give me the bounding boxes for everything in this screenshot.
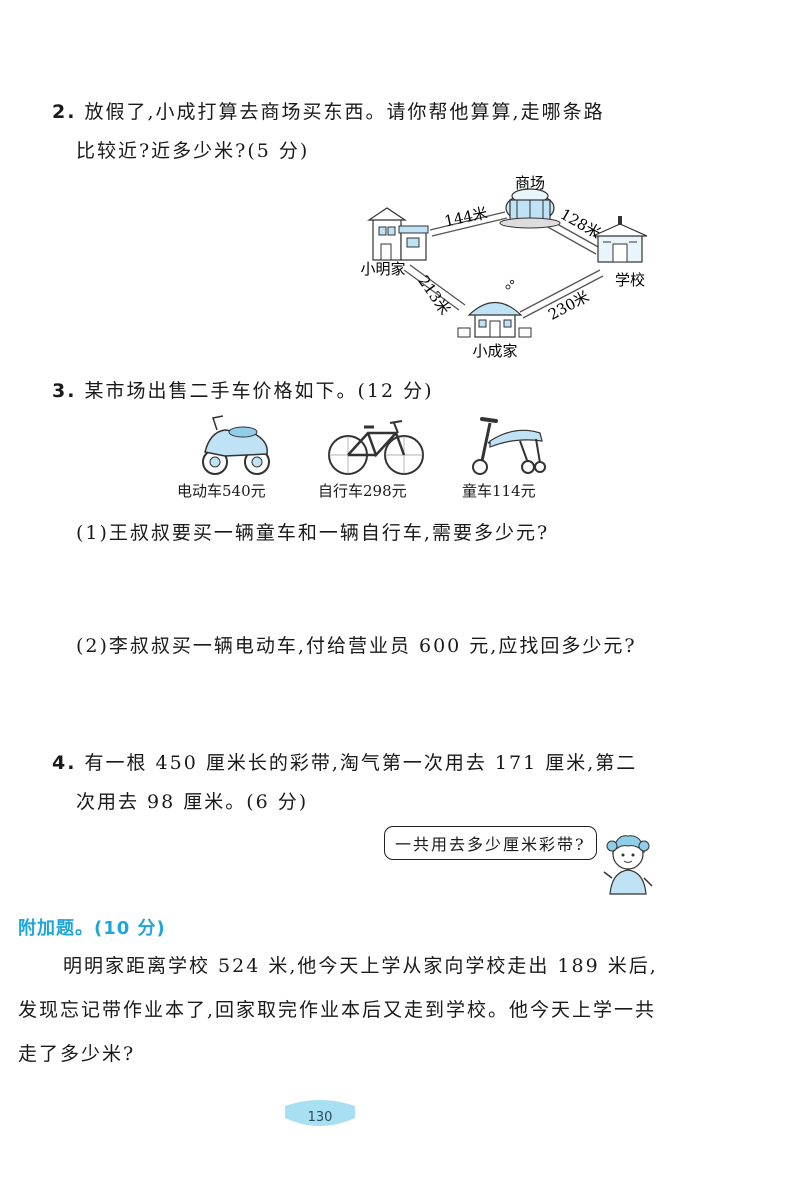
scooter-icon <box>202 415 270 475</box>
price-scooter: 电动车540元 <box>177 482 266 500</box>
speech-bubble: 一共用去多少厘米彩带? <box>384 826 597 860</box>
q3-title-line: 3. 某市场出售二手车价格如下。(12 分) <box>52 376 434 403</box>
label-xiaocheng-home: 小成家 <box>472 342 517 360</box>
q3-sub1: (1)王叔叔要买一辆童车和一辆自行车,需要多少元? <box>76 522 550 544</box>
q3-title: 某市场出售二手车价格如下。(12 分) <box>84 380 434 402</box>
price-bicycle: 自行车298元 <box>318 482 407 500</box>
q4-line1: 4. 有一根 450 厘米长的彩带,淘气第一次用去 171 厘米,第二 <box>52 748 637 775</box>
label-xiaoming-home: 小明家 <box>360 260 405 278</box>
xiaocheng-home-icon <box>457 279 532 338</box>
kids-scooter-icon <box>472 417 546 475</box>
price-kids-scooter: 童车114元 <box>462 482 536 500</box>
label-school: 学校 <box>615 271 645 289</box>
dist-ming-cheng: 213米 <box>414 272 454 318</box>
page-number: 130 <box>307 1110 333 1125</box>
school-building-icon <box>592 216 648 263</box>
bicycle-icon <box>328 420 424 475</box>
q4-line2: 次用去 98 厘米。(6 分) <box>76 791 309 813</box>
q4-text-1: 有一根 450 厘米长的彩带,淘气第一次用去 171 厘米,第二 <box>84 752 638 774</box>
dist-ming-mall: 144米 <box>443 204 489 231</box>
route-map-figure: 商场 小明家 学校 小成家 144米 128米 213米 230米 <box>360 174 648 360</box>
q2-line2: 比较近?近多少米?(5 分) <box>76 140 310 162</box>
bonus-heading: 附加题。(10 分) <box>18 918 166 939</box>
girl-character-icon <box>603 835 653 895</box>
q2-line1: 2. 放假了,小成打算去商场买东西。请你帮他算算,走哪条路 <box>52 97 605 124</box>
page-number-tab <box>285 1100 355 1126</box>
q2-number: 2. <box>52 101 77 123</box>
q3-sub2: (2)李叔叔买一辆电动车,付给营业员 600 元,应找回多少元? <box>76 635 637 657</box>
q2-text-1: 放假了,小成打算去商场买东西。请你帮他算算,走哪条路 <box>84 101 605 123</box>
mall-building-icon <box>499 188 561 229</box>
label-mall: 商场 <box>515 174 545 192</box>
q4-number: 4. <box>52 752 77 774</box>
q3-number: 3. <box>52 380 77 402</box>
bonus-problem-text: 明明家距离学校 524 米,他今天上学从家向学校走出 189 米后,发现忘记带作… <box>18 955 658 1065</box>
dist-cheng-school: 230米 <box>545 287 592 323</box>
xiaoming-home-icon <box>367 207 429 261</box>
